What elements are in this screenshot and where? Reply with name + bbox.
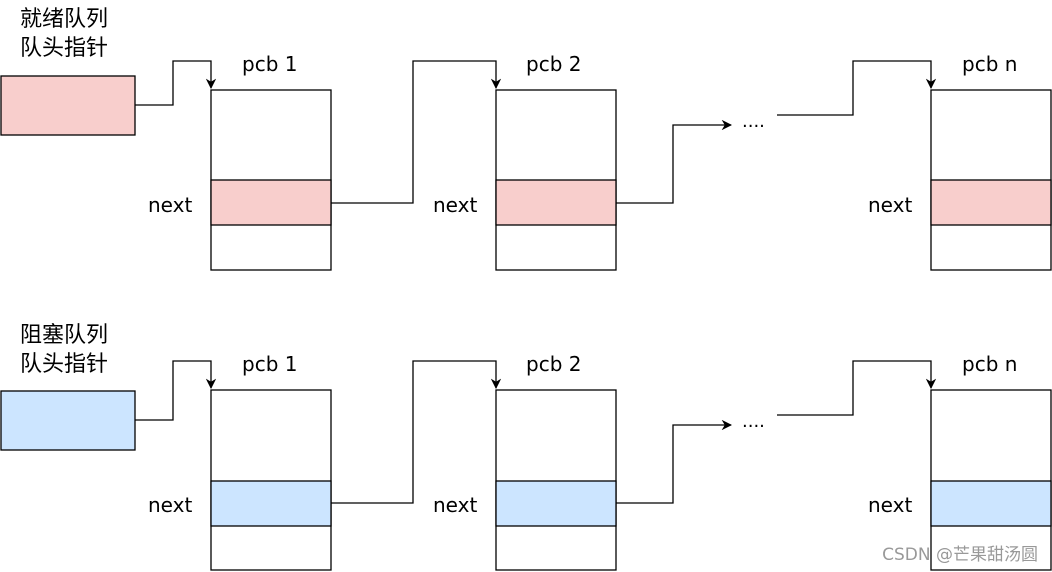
blocked-pcb-n-next-label: next	[868, 493, 912, 517]
ready-pcb-2-title: pcb 2	[526, 52, 581, 76]
blocked-queue-label-line-2: 队头指针	[20, 352, 108, 377]
blocked-pcb-2-next-field	[495, 480, 617, 527]
blocked-pcb-1-next-label: next	[148, 493, 192, 517]
ready-pcb-1-to-pcb-2-arrow	[331, 60, 502, 204]
blocked-pcb-1-to-pcb-2-arrow	[331, 360, 502, 504]
ready-pcb-n-next-label: next	[868, 193, 912, 217]
blocked-pcb-2-box	[495, 389, 617, 571]
ready-queue-label-line-2: 队头指针	[20, 36, 108, 61]
ready-head-to-pcb-1-arrow	[135, 60, 217, 106]
blocked-pcb-2-to-ellipsis-arrow	[616, 419, 733, 504]
watermark: CSDN @芒果甜汤圆	[882, 545, 1038, 565]
blocked-pcb-n-title: pcb n	[962, 352, 1017, 376]
blocked-queue-label-line-1: 阻塞队列	[20, 323, 108, 348]
blocked-queue-row: 阻塞队列 队头指针 pcb 1 next pcb 2 next pcb n ne…	[0, 323, 1052, 571]
ready-ellipsis-to-pcb-n-arrow	[777, 60, 937, 116]
ready-queue-row: 就绪队列 队头指针 pcb 1 next pcb 2 next pcb n ne…	[0, 7, 1052, 271]
ready-pcb-1-next-field	[210, 179, 332, 226]
blocked-pcb-n-next-field	[930, 480, 1052, 527]
blocked-pcb-1-title: pcb 1	[242, 352, 297, 376]
ready-pcb-n-title: pcb n	[962, 52, 1017, 76]
ready-ellipsis: ....	[742, 111, 765, 132]
blocked-queue-head-pointer	[0, 390, 136, 451]
ready-queue-head-pointer	[0, 75, 136, 136]
blocked-head-to-pcb-1-arrow	[135, 360, 217, 421]
ready-pcb-1-next-label: next	[148, 193, 192, 217]
blocked-pcb-1-next-field	[210, 480, 332, 527]
blocked-pcb-2-next-label: next	[433, 493, 477, 517]
ready-pcb-2-to-ellipsis-arrow	[616, 119, 733, 204]
blocked-pcb-n-box	[930, 389, 1052, 571]
ready-queue-label-line-1: 就绪队列	[20, 7, 108, 32]
ready-pcb-2-next-field	[495, 179, 617, 226]
blocked-pcb-2-title: pcb 2	[526, 352, 581, 376]
blocked-pcb-1-box	[210, 389, 332, 571]
ready-pcb-n-next-field	[930, 179, 1052, 226]
ready-pcb-2-next-label: next	[433, 193, 477, 217]
ready-pcb-1-title: pcb 1	[242, 52, 297, 76]
blocked-ellipsis-to-pcb-n-arrow	[777, 360, 937, 416]
blocked-ellipsis: ....	[742, 411, 765, 432]
